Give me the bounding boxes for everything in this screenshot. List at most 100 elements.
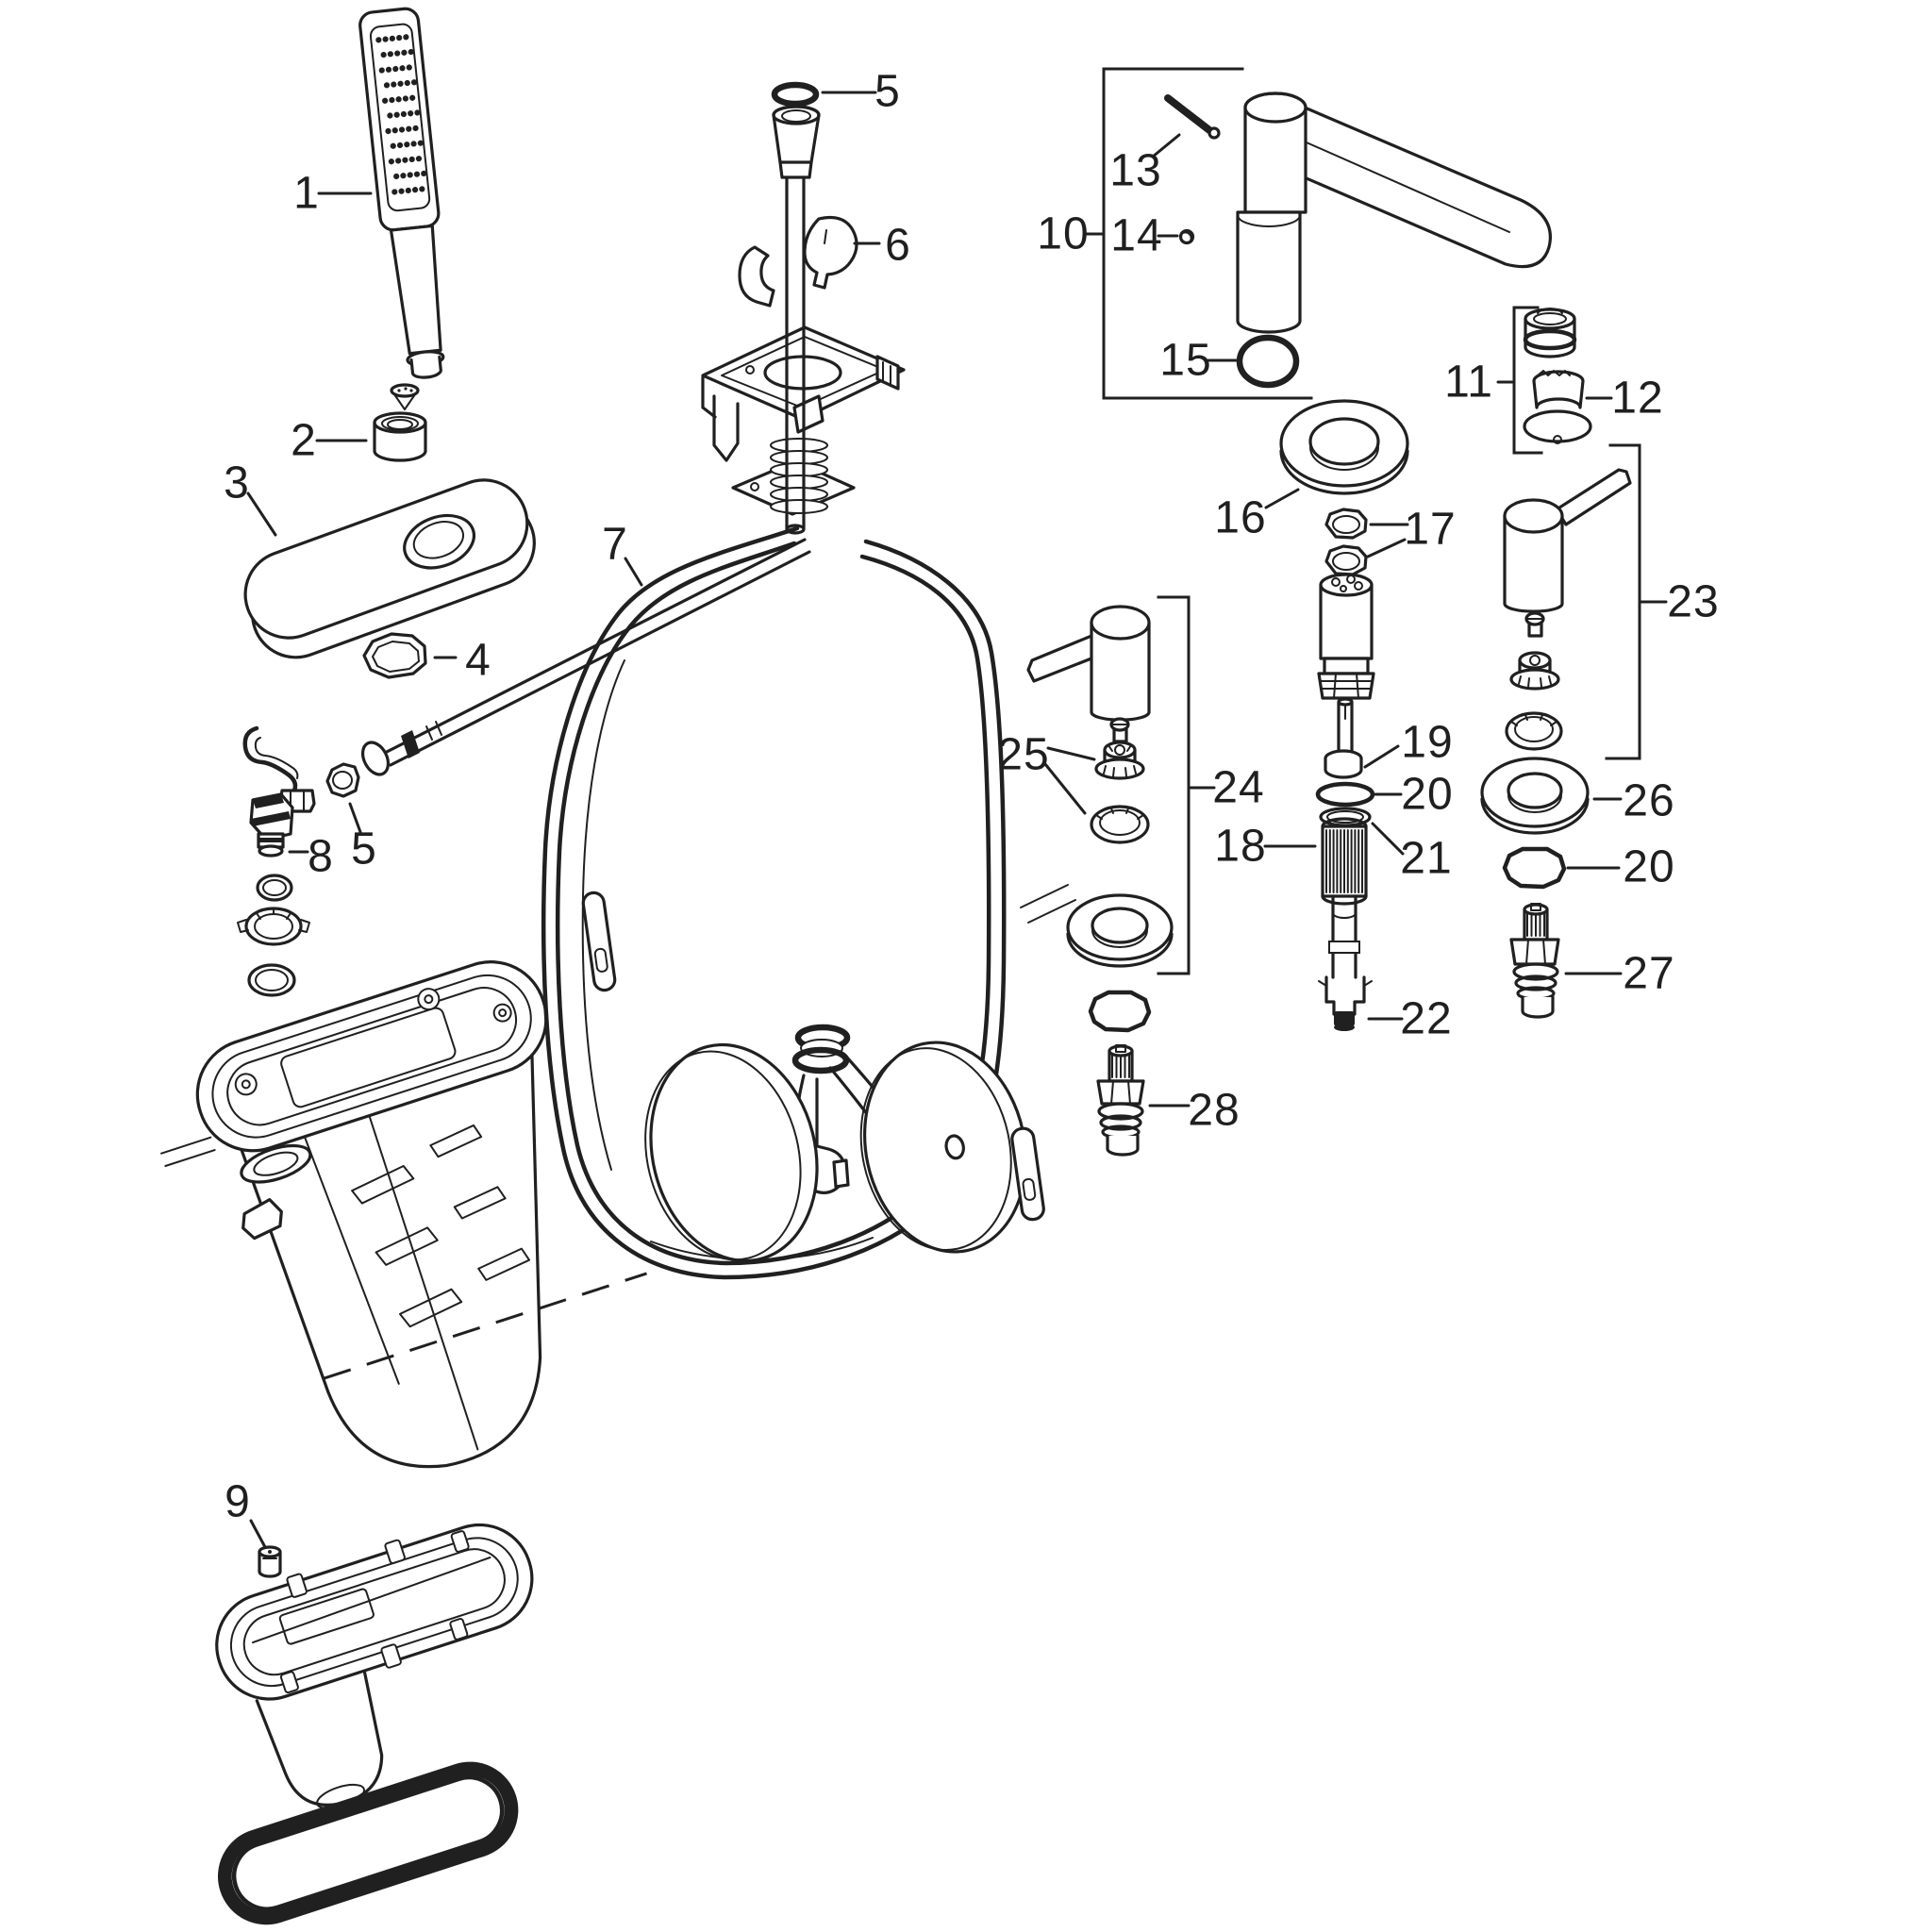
leader-line-16 — [1264, 488, 1300, 509]
supply-pipe-group — [237, 538, 811, 997]
o-ring-20-right — [1502, 846, 1567, 890]
shower-filter-insert — [390, 383, 420, 410]
escutcheon-24 — [1066, 893, 1174, 968]
nozzle-face-dots — [375, 34, 427, 195]
escutcheon-26 — [1480, 757, 1590, 835]
base-plate-3 — [243, 478, 536, 659]
hose-guide-column — [701, 81, 906, 535]
cover-pill-left — [581, 891, 617, 992]
handle-group-24 — [1026, 605, 1174, 1157]
base-seal-ring — [217, 1761, 519, 1925]
spout — [1236, 92, 1552, 334]
part-label-25: 25 — [997, 730, 1049, 780]
aerator-key-12 — [1523, 370, 1592, 444]
spring-clip — [242, 725, 299, 793]
fixing-plate-with-bellows — [731, 438, 856, 516]
part-label-21: 21 — [1400, 834, 1452, 884]
pipe-connector — [360, 721, 442, 776]
leader-line-5b — [348, 802, 362, 834]
spout-o-ring-15 — [1236, 334, 1300, 389]
mounting-body — [160, 960, 647, 1469]
cover-disc-left — [644, 1042, 819, 1263]
part-label-3: 3 — [224, 458, 250, 508]
part-label-14: 14 — [1110, 211, 1162, 261]
aerator-group — [1523, 308, 1592, 444]
leader-line-13 — [1151, 133, 1181, 158]
o-ring-20 — [1315, 781, 1375, 808]
handle-group-23 — [1480, 468, 1632, 1019]
group-bracket-10 — [1102, 67, 1313, 400]
guide-clip-6 — [738, 215, 858, 308]
leader-line-9 — [249, 1519, 267, 1549]
fixing-nuts-17 — [1324, 508, 1368, 576]
plug-9 — [258, 1545, 282, 1578]
handle-screw — [1109, 717, 1130, 743]
part-label-5b: 5 — [351, 824, 377, 874]
aerator-insert-11 — [1523, 308, 1577, 358]
part-label-18: 18 — [1214, 822, 1266, 872]
rigid-pipe-edge — [389, 550, 811, 767]
part-label-19: 19 — [1401, 718, 1453, 768]
locking-collar — [237, 907, 310, 946]
part-label-15: 15 — [1159, 336, 1211, 386]
handle-lever-24 — [1026, 605, 1151, 722]
valve-cap-25 — [1094, 741, 1145, 780]
part-label-4: 4 — [465, 636, 491, 686]
part-label-10: 10 — [1037, 209, 1089, 259]
o-ring-under-escutcheon — [1088, 990, 1152, 1033]
part-label-20a: 20 — [1401, 770, 1453, 820]
hand-shower — [243, 7, 536, 679]
leader-line-19 — [1363, 744, 1400, 769]
bottom-housing-group — [215, 1523, 534, 1925]
part-label-23: 23 — [1667, 577, 1719, 627]
leader-line-25 — [1043, 762, 1087, 815]
shower-hose-loop — [541, 525, 1076, 1280]
locking-ring-25 — [1090, 805, 1150, 844]
diverter-column — [1279, 399, 1409, 1031]
part-label-26: 26 — [1623, 776, 1674, 826]
diverter-upper-cartridge — [1317, 573, 1375, 700]
part-label-16: 16 — [1214, 493, 1266, 543]
valve-cartridge-27 — [1509, 903, 1560, 1019]
part-label-22: 22 — [1400, 994, 1452, 1044]
part-label-27: 27 — [1623, 949, 1674, 999]
spout-group — [1164, 92, 1552, 389]
part-label-24: 24 — [1212, 763, 1264, 813]
part-label-9: 9 — [225, 1477, 251, 1527]
valve-cartridge-28 — [1096, 1044, 1145, 1157]
elbow-connector-8 — [249, 789, 316, 858]
part-label-13: 13 — [1109, 146, 1161, 196]
group-bracket-24 — [1157, 595, 1191, 975]
part-label-11: 11 — [1444, 358, 1493, 408]
hose-union-nut-2 — [373, 411, 427, 462]
leader-line-17 — [1366, 538, 1407, 558]
base-plate-gasket-4 — [362, 632, 427, 679]
group-bracket-11 — [1512, 306, 1543, 455]
part-label-5a: 5 — [874, 67, 901, 117]
washer-5 — [325, 762, 360, 798]
leader-line-21 — [1371, 822, 1405, 856]
handle-screw-23 — [1524, 611, 1545, 638]
part-label-12: 12 — [1611, 374, 1663, 424]
o-ring-5-top — [771, 81, 820, 108]
hose-end-fitting — [791, 1024, 851, 1074]
spindle-19 — [1324, 697, 1363, 779]
escutcheon-ring-16 — [1279, 399, 1409, 495]
part-label-20b: 20 — [1623, 842, 1674, 892]
leader-line-25 — [1046, 746, 1096, 761]
hose-inlet-cone — [772, 105, 821, 179]
valve-cap-23 — [1509, 651, 1560, 691]
part-label-28: 28 — [1188, 1086, 1240, 1136]
part-label-1: 1 — [293, 169, 320, 219]
handle-pin-13 — [1164, 94, 1221, 140]
set-screw-14 — [1178, 228, 1195, 245]
part-label-17: 17 — [1404, 505, 1456, 555]
diverter-body-18 — [1321, 817, 1368, 979]
leader-line-7 — [624, 557, 643, 587]
handle-lever-23 — [1503, 468, 1632, 613]
cover-pill-right — [1010, 1126, 1045, 1222]
part-label-7: 7 — [602, 520, 628, 570]
